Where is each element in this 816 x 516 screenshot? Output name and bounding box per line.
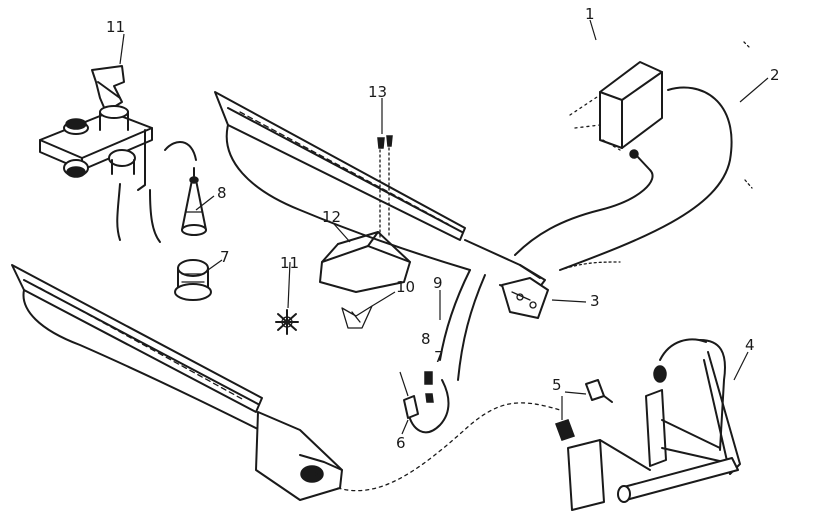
callout-4: 4 (745, 336, 755, 354)
part-5-fittings (555, 379, 613, 441)
leader-lines (119, 19, 769, 435)
callout-3: 3 (590, 292, 600, 310)
lower-burner (11, 264, 343, 501)
part-8-orifice (181, 167, 207, 236)
callout-labels: 11 1 2 13 8 7 12 11 10 9 3 4 8 7 5 6 (106, 5, 780, 452)
upper-burner-assembly (214, 91, 546, 381)
part-12-heat-shield (319, 231, 411, 293)
callout-13: 13 (368, 83, 387, 101)
mounting-outline (337, 402, 561, 492)
callout-10: 10 (396, 278, 415, 296)
part-11-fastener (275, 309, 299, 335)
callout-11-center: 11 (280, 254, 299, 272)
gas-tube (116, 141, 197, 243)
callout-9: 9 (433, 274, 443, 292)
part-13-screws (377, 135, 393, 241)
callout-6: 6 (396, 434, 406, 452)
part-4-support-stand (567, 338, 741, 511)
callout-5: 5 (552, 376, 562, 394)
callout-2: 2 (770, 66, 780, 84)
upper-burner-ports (239, 111, 449, 225)
callout-8-left: 8 (217, 184, 227, 202)
callout-12: 12 (322, 208, 341, 226)
igniter-assembly-lower (403, 371, 450, 434)
part-2-cable (514, 41, 753, 271)
callout-7-lower: 7 (434, 348, 444, 366)
lower-burner-ports (39, 287, 245, 401)
part-3-valve-bracket (501, 277, 549, 319)
callout-8-lower: 8 (421, 330, 431, 348)
callout-7-left: 7 (220, 248, 230, 266)
part-11-valve-block (39, 65, 153, 191)
callout-11-top: 11 (106, 18, 125, 36)
part-1-control-box (569, 61, 663, 151)
part-7-air-shutter (174, 259, 212, 301)
part-10-clip (341, 305, 373, 329)
callout-1: 1 (585, 5, 595, 23)
